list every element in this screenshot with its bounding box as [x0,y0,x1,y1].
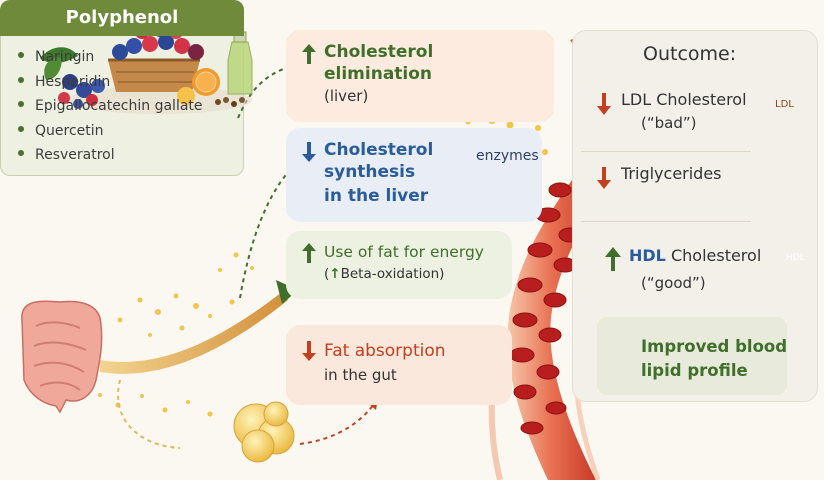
fat-absorption-card: Fat absorption in the gut [286,325,512,405]
polyphenol-card: Polyphenol Naringin Hesperidin Epigalloc… [0,0,244,176]
divider [581,221,751,222]
polyphenol-title: Polyphenol [0,0,244,36]
synthesis-line1: Cholesterol [324,140,434,160]
absorption-line1: Fat absorption [324,341,446,361]
list-item: Epigallocatechin gallate [18,94,203,119]
list-item: Hesperidin [18,70,203,95]
outcome-title: Outcome: [643,43,737,65]
elimination-line3: (liver) [324,87,369,105]
elimination-line1: Cholesterol [324,42,434,62]
bullet-dot [18,125,24,132]
arrow-up-icon [302,44,316,64]
list-item: Resveratrol [18,143,203,168]
absorption-line2: in the gut [324,366,397,384]
fat-cell-icon [233,401,295,463]
divider [581,151,751,152]
cholesterol-elimination-card: Cholesterol elimination (liver) [286,30,554,122]
intestine-icon [21,300,103,414]
bullet-dot [18,76,24,83]
elimination-line2: elimination [324,64,433,84]
ldl-sub: (“bad”) [641,114,697,132]
bullet-dot [18,150,24,156]
synthesis-line3: in the liver [324,186,429,206]
improved-line2: lipid profile [641,361,748,380]
arrow-down-icon [302,142,316,162]
cholesterol-synthesis-card: Cholesterol synthesis in the liver enzym… [286,128,542,222]
fruit-basket-icon [40,23,253,114]
fat-energy-card: Use of fat for energy (↑Beta-oxidation) [286,231,512,299]
polyphenol-list: Naringin Hesperidin Epigallocatechin gal… [18,45,203,168]
hdl-sub: (“good”) [641,274,706,292]
list-item: Naringin [18,45,203,70]
energy-swoosh-arrow [100,280,298,374]
enzymes-label: enzymes [476,148,539,164]
pathway-arrows [117,65,375,449]
ldl-label: LDL Cholesterol [621,90,747,109]
outcome-card: Outcome: LDL Cholesterol (“bad”) LDL Tri… [572,30,818,402]
arrow-up-icon [302,243,316,263]
arrow-down-icon [302,341,316,361]
arrow-down-icon [597,167,611,189]
triglycerides-label: Triglycerides [621,164,722,183]
hdl-label: HDL Cholesterol [629,246,762,265]
arrow-up-icon [605,247,621,271]
small-arrow-up-icon: ↑ [329,266,341,282]
bullet-dot [18,52,24,58]
ldl-badge-text: LDL [775,99,794,110]
fat-energy-line1: Use of fat for energy [324,243,484,261]
list-item: Quercetin [18,119,203,144]
bullet-dot [18,101,24,107]
synthesis-line2: synthesis [324,162,416,182]
arrow-down-icon [597,93,611,115]
improved-line1: Improved blood [641,337,788,356]
improved-profile-box [597,317,787,395]
fat-energy-line2: (↑Beta-oxidation) [324,266,445,282]
hdl-badge-text: HDL [786,253,805,263]
